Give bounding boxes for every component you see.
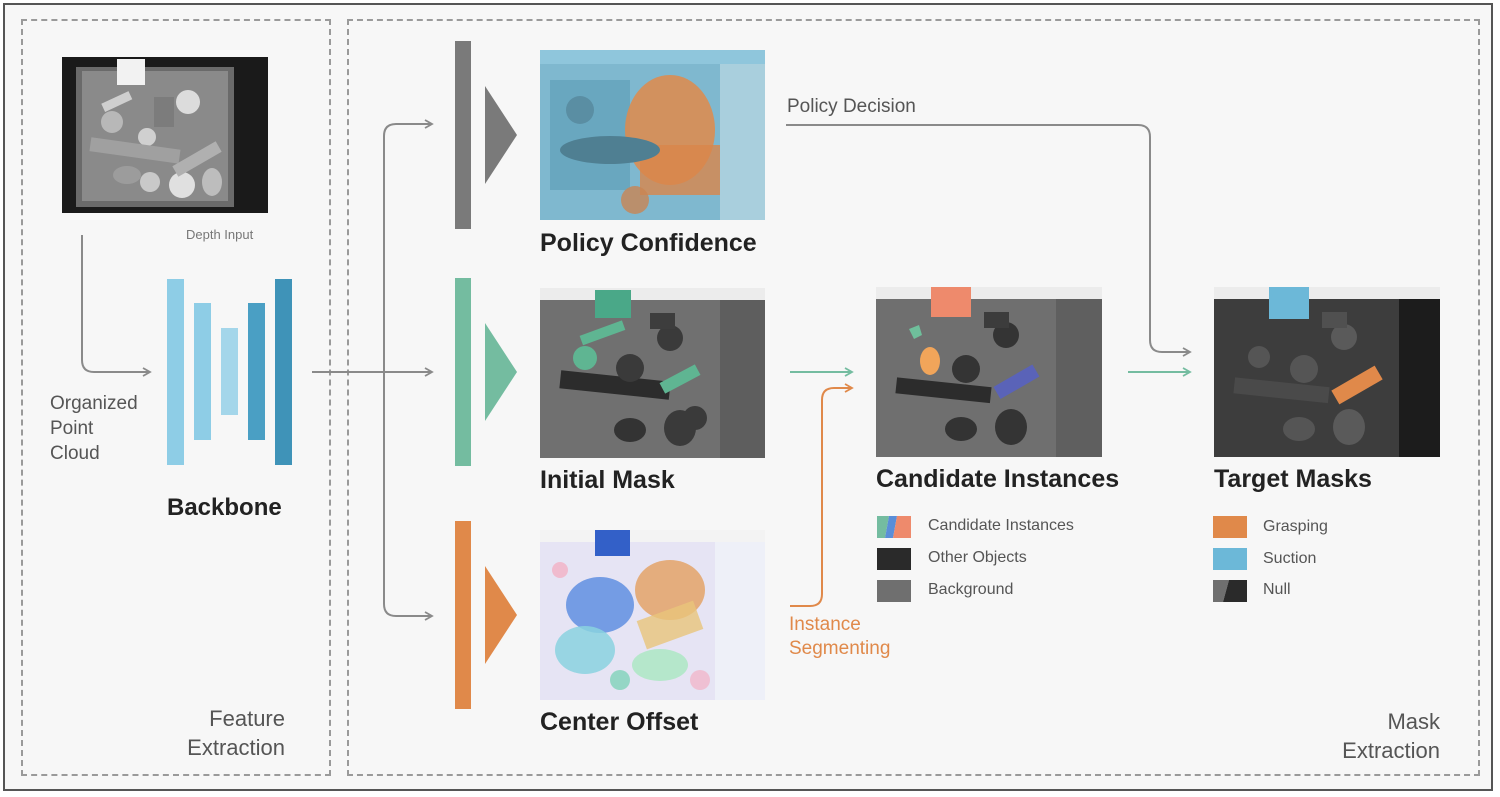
target-masks-title: Target Masks <box>1214 465 1372 493</box>
policy-confidence-label: Policy Confidence <box>540 229 757 257</box>
instance-segmenting-label: Instance Segmenting <box>789 613 890 661</box>
legend-swatch-null <box>1213 580 1247 602</box>
depth-input-image <box>62 57 268 213</box>
feature-title-line2: Extraction <box>187 735 285 760</box>
mask-title-line2: Extraction <box>1342 738 1440 763</box>
candidate-instances-title: Candidate Instances <box>876 465 1120 493</box>
mask-extraction-section <box>347 19 1480 776</box>
instance-segmenting-line2: Segmenting <box>789 638 891 659</box>
target-masks-image <box>1214 287 1440 457</box>
point-cloud-line3: Cloud <box>50 443 100 464</box>
backbone-bar-3 <box>221 328 238 415</box>
point-cloud-line2: Point <box>50 418 94 439</box>
arrow-policy-decision <box>786 124 1192 357</box>
legend-swatch-other-objects <box>877 548 911 570</box>
backbone-bar-5 <box>275 279 292 465</box>
arrow-instance-segmenting <box>790 383 854 607</box>
arrow-branch-to-center <box>383 372 434 621</box>
policy-head-bar <box>455 41 471 229</box>
feature-title-line1: Feature <box>209 706 285 731</box>
backbone-bar-1 <box>167 279 184 465</box>
policy-confidence-image <box>540 50 765 220</box>
initial-mask-image <box>540 288 765 458</box>
feature-extraction-title: Feature Extraction <box>150 704 285 762</box>
center-offset-image <box>540 530 765 700</box>
legend-swatch-grasping <box>1213 516 1247 538</box>
arrow-input-to-backbone <box>81 235 152 377</box>
legend-swatch-candidate-instances <box>877 516 911 538</box>
center-offset-label: Center Offset <box>540 708 699 736</box>
mask-extraction-title: Mask Extraction <box>1300 707 1440 765</box>
legend-swatch-background <box>877 580 911 602</box>
legend-candidate-instances: Candidate Instances <box>928 517 1074 534</box>
center-head-triangle <box>485 566 517 664</box>
initial-mask-label: Initial Mask <box>540 466 675 494</box>
center-head-bar <box>455 521 471 709</box>
policy-head-triangle <box>485 86 517 184</box>
policy-decision-label: Policy Decision <box>787 96 916 117</box>
mask-title-line1: Mask <box>1387 709 1440 734</box>
arrow-branch-to-policy <box>383 119 434 372</box>
instance-segmenting-line1: Instance <box>789 614 861 635</box>
feature-extraction-section <box>21 19 331 776</box>
legend-null: Null <box>1263 581 1291 598</box>
backbone-label: Backbone <box>167 494 282 521</box>
candidate-instances-image <box>876 287 1102 457</box>
point-cloud-line1: Organized <box>50 393 138 414</box>
legend-grasping: Grasping <box>1263 518 1328 535</box>
legend-suction: Suction <box>1263 550 1317 567</box>
depth-input-caption: Depth Input <box>186 227 254 242</box>
legend-background: Background <box>928 581 1014 598</box>
organized-point-cloud-label: Organized Point Cloud <box>50 391 138 466</box>
backbone-bar-2 <box>194 303 211 440</box>
legend-swatch-suction <box>1213 548 1247 570</box>
initial-head-bar <box>455 278 471 466</box>
legend-other-objects: Other Objects <box>928 549 1027 566</box>
initial-head-triangle <box>485 323 517 421</box>
backbone-bar-4 <box>248 303 265 440</box>
